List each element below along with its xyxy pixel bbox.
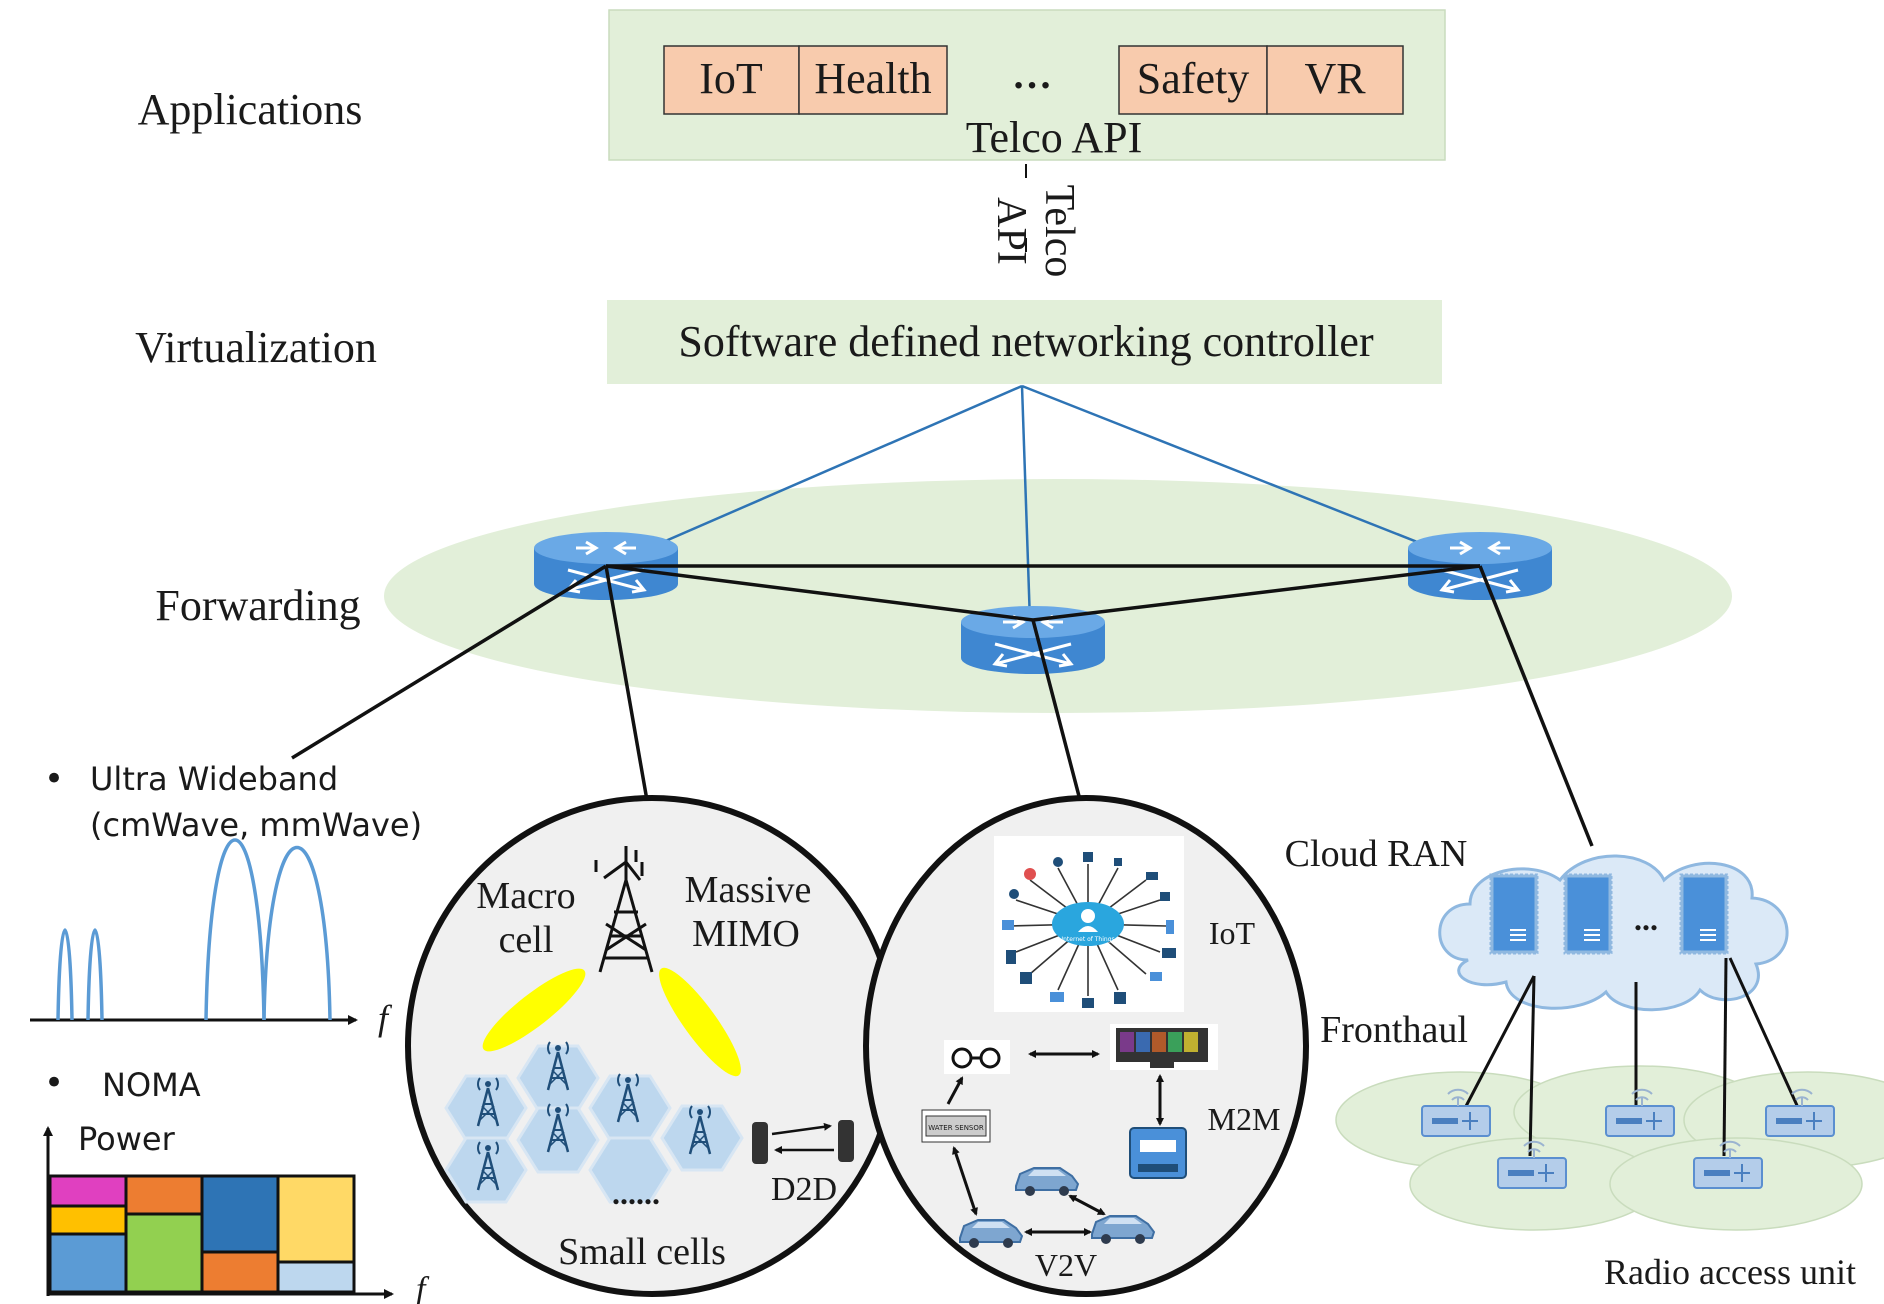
noma-power-label: Power bbox=[78, 1120, 176, 1158]
iot-hub-label: Internet of Things bbox=[1061, 936, 1114, 943]
app-label-ellipsis: … bbox=[1012, 52, 1052, 97]
small-cells-label: Small cells bbox=[558, 1231, 726, 1273]
layer-label-applications: Applications bbox=[138, 85, 363, 134]
massive-label-line1: Massive bbox=[685, 869, 812, 911]
macro-cell-circle: Macro cell Massive MIMO ...... Small cel… bbox=[405, 795, 899, 1297]
vertical-api-label: API bbox=[988, 197, 1034, 265]
macro-label-line2: cell bbox=[499, 919, 554, 961]
d2d-phone-left bbox=[752, 1122, 768, 1164]
app-box-safety bbox=[1118, 45, 1268, 115]
applications-layer: IoT Health … Safety VR Telco API bbox=[608, 9, 1446, 162]
app-box-health bbox=[798, 45, 948, 115]
sdn-control-links bbox=[607, 384, 1479, 623]
noma-blocks bbox=[48, 1174, 356, 1294]
beam-left bbox=[482, 968, 586, 1052]
vertical-telco-label: Telco bbox=[1036, 185, 1082, 278]
router-center bbox=[959, 604, 1107, 676]
beam-right bbox=[659, 967, 741, 1077]
sensor-car-arrow bbox=[952, 1146, 978, 1216]
cran-server-3 bbox=[1678, 872, 1730, 956]
macro-circle-outline bbox=[405, 795, 899, 1297]
noma-panel: • NOMA Power f bbox=[43, 1063, 430, 1304]
iot-hub-graphic: Internet of Things bbox=[994, 836, 1184, 1012]
fronthaul-links bbox=[1462, 957, 1802, 1157]
sdn-link-left bbox=[607, 384, 1023, 568]
fronthaul-label: Fronthaul bbox=[1320, 1009, 1468, 1051]
noma-f-label: f bbox=[416, 1271, 430, 1304]
uwb-label-line1: Ultra Wideband bbox=[90, 760, 338, 798]
cran-server-2 bbox=[1562, 872, 1614, 956]
glasses-icon bbox=[944, 1040, 1010, 1074]
macro-label-line1: Macro bbox=[476, 875, 575, 917]
app-label-safety: Safety bbox=[1137, 54, 1249, 103]
glasses-sensor-link bbox=[946, 1076, 964, 1105]
small-cells-dots: ...... bbox=[612, 1175, 660, 1211]
forwarding-links bbox=[291, 564, 1594, 847]
d2d-label: D2D bbox=[771, 1171, 837, 1208]
uwb-spectrum-curves bbox=[56, 838, 332, 1021]
massive-label-line2: MIMO bbox=[692, 913, 800, 955]
cloud-ran-panel: Cloud RAN ... Fronthaul Radio access uni… bbox=[1285, 833, 1884, 1292]
noma-bullet: • bbox=[44, 1063, 64, 1103]
vertical-telco-api-label: Telco API bbox=[988, 185, 1082, 278]
cran-dots: ... bbox=[1634, 901, 1658, 937]
sdn-controller-box bbox=[607, 300, 1442, 384]
m2m-label: M2M bbox=[1208, 1101, 1281, 1137]
sdn-controller-label: Software defined networking controller bbox=[678, 317, 1374, 366]
macro-tower-icon bbox=[594, 846, 654, 973]
sdn-link-right bbox=[1021, 384, 1479, 568]
uwb-f-label: f bbox=[378, 998, 393, 1038]
v2v-label: V2V bbox=[1035, 1247, 1097, 1283]
telco-api-label: Telco API bbox=[966, 113, 1143, 162]
noma-title: NOMA bbox=[102, 1066, 201, 1104]
tv-icon bbox=[1110, 1024, 1218, 1070]
radio-access-unit-label: Radio access unit bbox=[1604, 1252, 1856, 1292]
app-box-vr bbox=[1266, 45, 1404, 115]
d2d-devices bbox=[752, 1120, 854, 1164]
printer-icon bbox=[1129, 1127, 1187, 1179]
uwb-bullet: • bbox=[44, 759, 64, 799]
water-sensor-label: WATER SENSOR bbox=[928, 1124, 984, 1132]
iot-label: IoT bbox=[1209, 915, 1256, 951]
ultra-wideband-panel: • Ultra Wideband (cmWave, mmWave) f bbox=[30, 759, 422, 1038]
app-label-vr: VR bbox=[1304, 54, 1366, 103]
d2d-arrow-top bbox=[771, 1122, 832, 1136]
cran-server-1 bbox=[1488, 872, 1540, 956]
cloud-ran-label: Cloud RAN bbox=[1285, 833, 1468, 875]
water-sensor-icon: WATER SENSOR bbox=[921, 1076, 991, 1143]
uwb-label-line2: (cmWave, mmWave) bbox=[90, 806, 422, 844]
d2d-phone-right bbox=[838, 1120, 854, 1162]
layer-label-virtualization: Virtualization bbox=[135, 323, 377, 372]
forwarding-plane bbox=[384, 479, 1732, 713]
iot-circle: Internet of Things IoT bbox=[863, 795, 1309, 1297]
app-label-health: Health bbox=[814, 54, 931, 103]
car-car-arrow-diag bbox=[1068, 1194, 1106, 1216]
layer-label-forwarding: Forwarding bbox=[155, 581, 360, 630]
radio-cells bbox=[1335, 1065, 1884, 1231]
app-label-iot: IoT bbox=[699, 54, 763, 103]
sdn-link-center bbox=[1020, 385, 1032, 623]
app-box-iot bbox=[663, 45, 800, 115]
